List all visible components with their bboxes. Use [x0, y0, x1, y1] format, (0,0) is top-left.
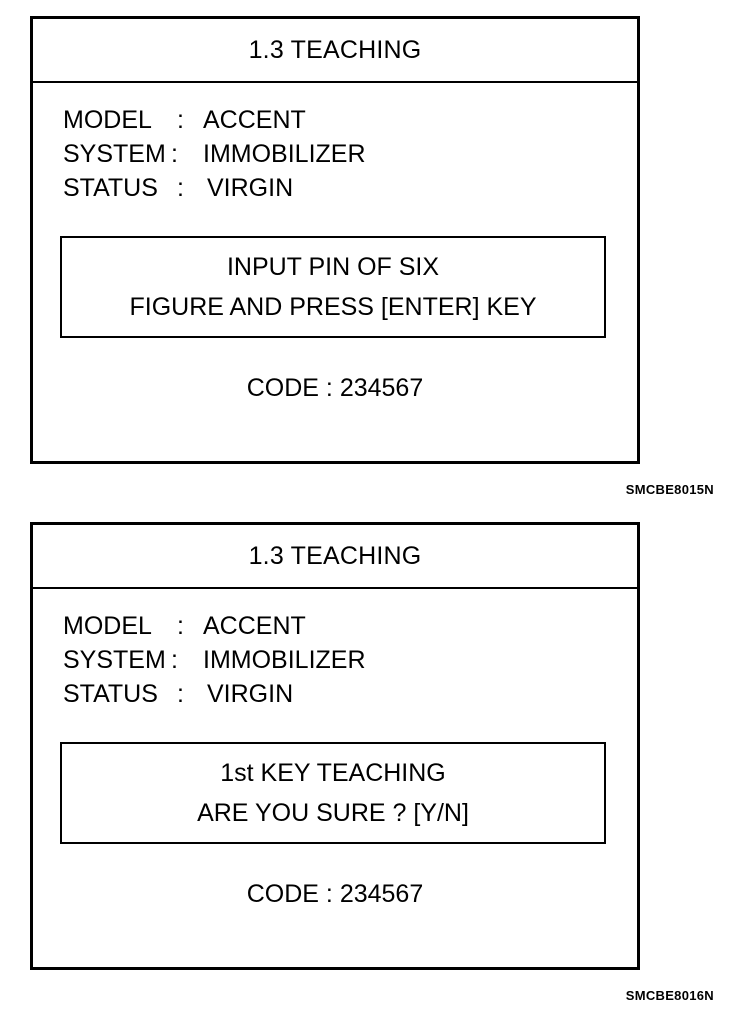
status-value: VIRGIN — [207, 174, 294, 202]
model-label: MODEL — [63, 612, 152, 640]
figure-id: SMCBE8015N — [625, 482, 714, 497]
model-row: MODEL : ACCENT — [63, 609, 366, 643]
status-separator: : — [177, 174, 184, 202]
vehicle-info: MODEL : ACCENT SYSTEM : IMMOBILIZER STAT… — [63, 103, 366, 205]
status-value: VIRGIN — [207, 680, 294, 708]
system-label: SYSTEM — [63, 140, 166, 168]
status-separator: : — [177, 680, 184, 708]
figure-id: SMCBE8016N — [625, 988, 714, 1003]
teaching-screen-pin-entry: 1.3 TEACHING MODEL : ACCENT SYSTEM : IMM… — [30, 16, 640, 464]
system-row: SYSTEM : IMMOBILIZER — [63, 137, 366, 171]
system-value: IMMOBILIZER — [203, 140, 366, 168]
prompt-line-2: FIGURE AND PRESS [ENTER] KEY — [129, 293, 537, 321]
confirm-prompt-box: 1st KEY TEACHING ARE YOU SURE ? [Y/N] — [60, 742, 606, 844]
status-label: STATUS — [63, 174, 158, 202]
model-label: MODEL — [63, 106, 152, 134]
prompt-line-1: 1st KEY TEACHING — [220, 759, 446, 787]
prompt-line-2: ARE YOU SURE ? [Y/N] — [197, 799, 469, 827]
pin-code-display: CODE : 234567 — [246, 880, 424, 908]
pin-code-field[interactable]: CODE : 234567 — [246, 374, 424, 402]
vehicle-info: MODEL : ACCENT SYSTEM : IMMOBILIZER STAT… — [63, 609, 366, 711]
model-value: ACCENT — [203, 106, 306, 134]
status-label: STATUS — [63, 680, 158, 708]
pin-prompt-box: INPUT PIN OF SIX FIGURE AND PRESS [ENTER… — [60, 236, 606, 338]
system-separator: : — [171, 646, 178, 674]
system-label: SYSTEM — [63, 646, 166, 674]
status-row: STATUS : VIRGIN — [63, 677, 366, 711]
system-separator: : — [171, 140, 178, 168]
model-value: ACCENT — [203, 612, 306, 640]
status-row: STATUS : VIRGIN — [63, 171, 366, 205]
system-value: IMMOBILIZER — [203, 646, 366, 674]
model-separator: : — [177, 106, 184, 134]
teaching-screen-key-confirm: 1.3 TEACHING MODEL : ACCENT SYSTEM : IMM… — [30, 522, 640, 970]
screen-title: 1.3 TEACHING — [33, 525, 637, 589]
system-row: SYSTEM : IMMOBILIZER — [63, 643, 366, 677]
model-row: MODEL : ACCENT — [63, 103, 366, 137]
prompt-line-1: INPUT PIN OF SIX — [226, 253, 440, 281]
model-separator: : — [177, 612, 184, 640]
screen-title: 1.3 TEACHING — [33, 19, 637, 83]
